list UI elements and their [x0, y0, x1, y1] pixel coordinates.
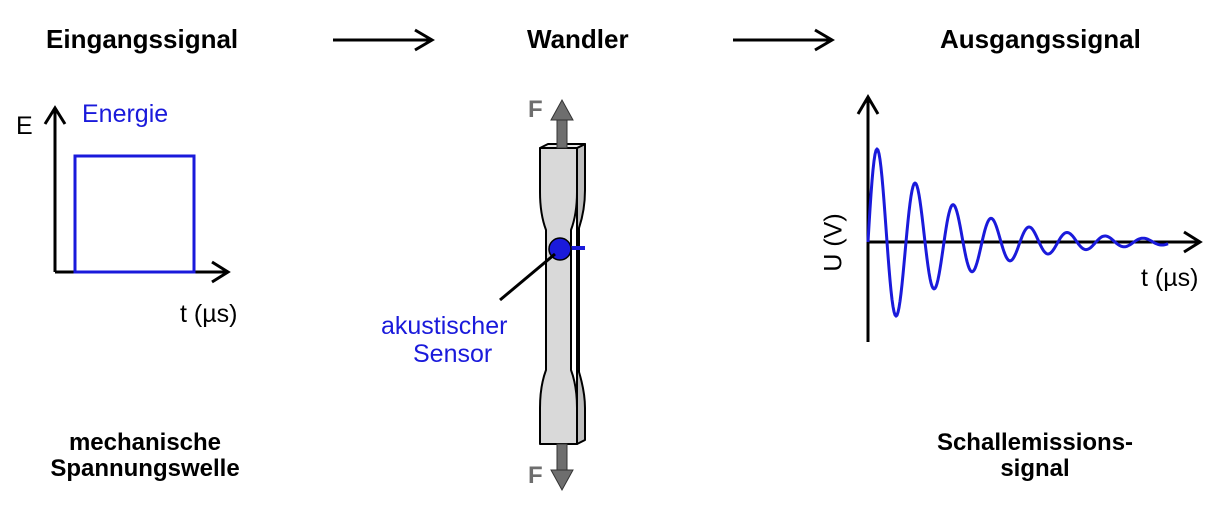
- force-label-bottom: F: [528, 462, 543, 489]
- caption-right-line1: Schallemissions-: [936, 429, 1134, 456]
- caption-left-line2: Spannungswelle: [50, 455, 240, 482]
- header-output: Ausgangssignal: [940, 24, 1141, 54]
- force-arrow-top: [550, 98, 574, 149]
- force-arrow-bottom: [550, 443, 574, 492]
- acoustic-emission-wave: [866, 147, 1169, 318]
- input-plot-axes: [43, 105, 231, 284]
- caption-left: mechanische Spannungswelle: [30, 430, 260, 482]
- acoustic-sensor: [499, 237, 585, 302]
- output-y-axis-label: U (V): [819, 213, 848, 272]
- output-x-axis-label: t (µs): [1141, 264, 1199, 292]
- sensor-label-line1: akustischer: [381, 312, 508, 340]
- sensor-label-line2: Sensor: [413, 340, 493, 368]
- energy-label: Energie: [82, 100, 169, 128]
- caption-right-line2: signal: [1000, 455, 1070, 482]
- caption-left-line1: mechanische: [68, 429, 222, 456]
- header-transducer: Wandler: [527, 24, 629, 54]
- energy-pulse: [73, 154, 196, 274]
- header-input: Eingangssignal: [46, 24, 239, 54]
- force-label-top: F: [528, 96, 543, 123]
- input-y-axis-label: E: [16, 112, 33, 140]
- caption-right: Schallemissions- signal: [905, 430, 1165, 482]
- specimen: [539, 143, 586, 445]
- input-x-axis-label: t (µs): [180, 300, 238, 328]
